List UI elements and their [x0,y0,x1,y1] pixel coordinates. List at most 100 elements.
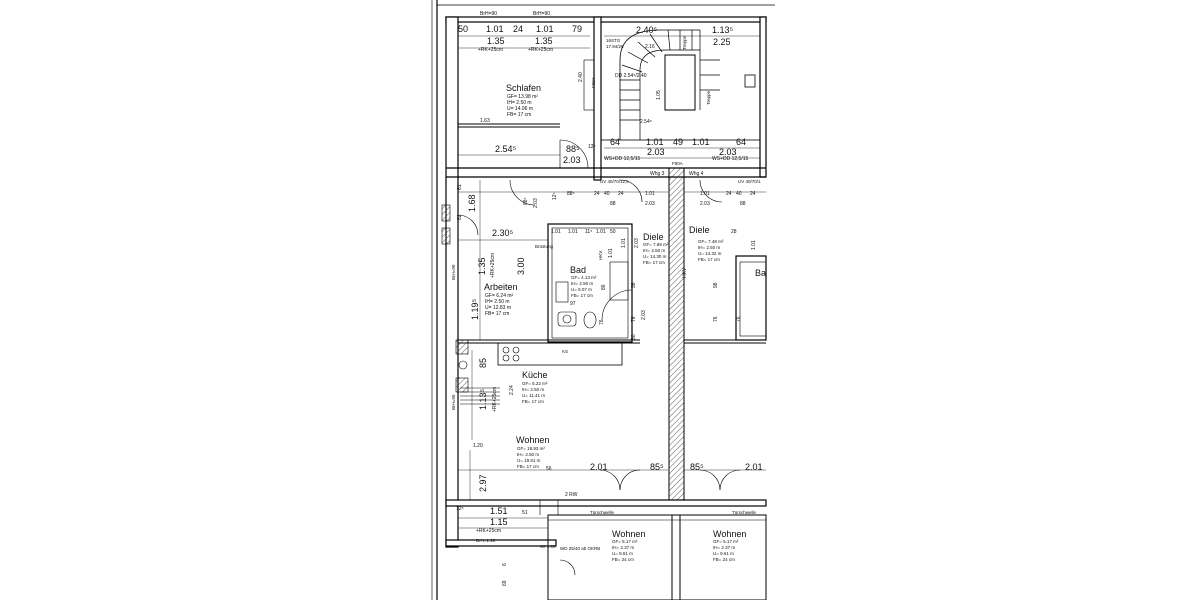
room-name-bad: Bad [570,265,586,275]
room-name-wohnen: Wohnen [516,435,549,445]
dim-label: 79 [572,24,582,34]
dim-label: 82 [457,214,463,220]
dim-label: 85 [478,358,488,368]
staircase [583,21,761,141]
fixtures [441,204,629,515]
uv-label: UV 40/70/12,5 [600,179,629,184]
dim-label: 2.24 [509,385,515,395]
dim-label: 2.30⁵ [492,228,514,238]
room-name-diele-right: Diele [689,225,710,235]
rk-label: +RK+25cm [476,528,501,534]
room-u: U= 14.96 m [507,106,533,112]
room-u: U= 8.07 m [571,287,592,292]
rw-label: 2 RW [565,492,578,498]
dim-label: 50 [458,24,468,34]
dim-label: 24 [726,191,732,197]
dim-label: 85⁵ [690,462,704,472]
dim-label: 1.35 [477,257,487,275]
dim-label: 2.25 [713,37,731,47]
room-name-diele-left: Diele [643,232,664,242]
dim-label: 24 [750,191,756,197]
brh-label: BrH=1.10 [476,538,496,543]
dim-label: 12⁵ [588,144,596,150]
f90a-label: F90A [591,77,596,88]
dim-label: 2.03 [719,147,737,157]
room-name-arbeiten: Arbeiten [484,282,518,292]
room-ih: IH= 2.50 m [485,299,510,305]
dim-label: 2.03 [634,238,640,248]
tuerschwelle-label: Türschwelle [732,510,757,515]
dim-label: 98 [713,282,719,288]
dim-label: 2.03 [563,155,581,165]
whg-label: Whg 3 [650,171,665,177]
wi-label: WI 1:00 [540,544,556,549]
dim-label: 1.19⁵ [470,298,480,320]
room-gf: GF= 13.98 m² [507,94,538,100]
dim-label: 88⁵ [523,197,529,205]
dim-label: 76 [713,316,719,322]
dim-label: 2.40⁵ [636,25,658,35]
dim-label: 69 [502,580,508,586]
dim-label: 2.03 [641,310,647,320]
room-ih: IH= 2.37 m [713,545,735,550]
dim-label: 2.54⁵ [495,144,517,154]
dim-label: 1.20 [473,443,483,449]
dim-label: 2.16 [645,44,655,50]
dim-label: 2.40 [578,72,584,82]
dim-label: 88⁵ [566,144,580,154]
dim-label: 1.01 [568,229,578,235]
hkv-label: HKV [598,251,603,260]
room-ih: IH= 2.50 m [507,100,532,106]
dim-label: 88 [610,201,616,207]
room-fb: FB= 17 cm [698,257,720,262]
labels: BrH=90 BrH=90 50 1.01 24 1.01 79 1.35 1.… [451,11,766,586]
rk-label: +RK+25cm [490,253,496,278]
room-u: U= 19.81 m [517,458,541,463]
dd-label: DD 2.54⁵/2.40 [615,73,647,79]
dim-label: 1.01 [608,248,614,258]
room-gf: GF= 5.22 m² [522,381,548,386]
dim-label: 2.97 [478,474,488,492]
ws-dd-label: WS+DD 12,5/15 [712,156,748,162]
dim-label: 64 [610,137,620,147]
exterior-walls [445,16,767,600]
room-u: U= 14.30 m [643,254,667,259]
room-fb: FB= 24 cm [713,557,735,562]
dim-label: 12⁵ [456,506,464,512]
dim-label: 1.35 [487,36,505,46]
dim-label: 6 [502,563,508,566]
dim-label: 76 [736,316,742,322]
room-ih: IH= 2.50 m [522,387,544,392]
dim-label: 40 [604,191,610,197]
wd-label: WD 25/40 ab OKRB [560,546,600,551]
brh-label: BrH=90 [451,394,456,410]
room-u: U= 11.41 m [522,393,545,398]
dim-label: 1.01 [646,137,664,147]
door-swings [457,139,741,576]
dim-label: 1.01 [486,24,504,34]
whg-label: Whg 4 [689,171,704,177]
dim-label: 11⁵ [585,229,592,235]
dim-label: 1.35 [535,36,553,46]
dim-label: 86 [601,284,607,290]
room-ih: IH= 2.37 m [612,545,634,550]
room-u: U= 12.83 m [485,305,511,311]
hkv-label: HKV [682,267,688,278]
dim-label: 85⁵ [650,462,664,472]
room-gf: GF= 18.93 m² [517,446,545,451]
dim-label: 50 [610,229,616,235]
room-u: U= 9.61 m [612,551,633,556]
dim-label: 28 [731,229,737,235]
dim-label: 1.68 [467,194,477,212]
room-ih: IH= 2.50 m [698,245,720,250]
dim-label: 76 [599,319,605,325]
dim-label: 1.13⁵ [712,25,734,35]
room-gf: GF= 6.24 m² [485,293,514,299]
dim-label: 2.03 [533,198,539,208]
room-fb: FB= 24 cm [612,557,634,562]
stair-info: 16STG [606,38,621,43]
dim-label: 40 [736,191,742,197]
brh-label: BrH=90 [533,11,550,17]
dim-label: 49 [673,137,683,147]
